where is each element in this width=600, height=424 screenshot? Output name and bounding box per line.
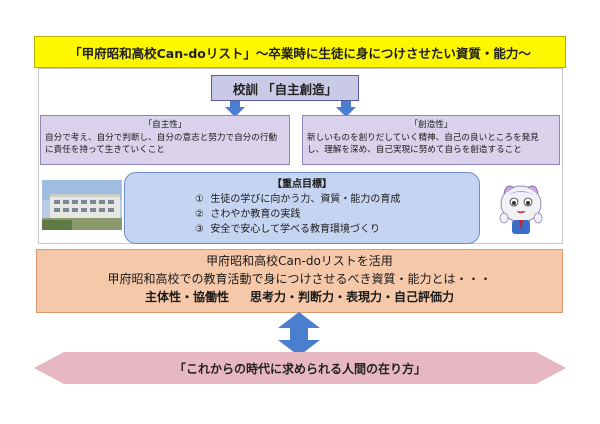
- school-mascot-character: [499, 185, 543, 234]
- cando-line-2: 甲府昭和高校での教育活動で身につけさせるべき資質・能力とは・・・: [107, 272, 492, 286]
- cando-competency-b: 思考力・判断力・表現力・自己評価力: [249, 290, 454, 304]
- cando-line-1: 甲府昭和高校Can-doリストを活用: [206, 254, 393, 268]
- title-bar: 「甲府昭和高校Can-doリスト」〜卒業時に生徒に身につけさせたい資質・能力〜: [34, 36, 566, 68]
- cando-list-box: 甲府昭和高校Can-doリストを活用 甲府昭和高校での教育活動で身につけさせるべ…: [36, 249, 563, 313]
- bottom-banner-text: 「これからの時代に求められる人間の在り方」: [173, 361, 426, 376]
- trait-name: 「創造性」: [409, 120, 453, 130]
- school-building-photo: [42, 180, 122, 230]
- school-motto-box: 校訓 「自主創造」: [211, 75, 359, 101]
- school-motto-label: 校訓 「自主創造」: [232, 81, 338, 97]
- goal-item: ① 生徒の学びに向かう力、資質・能力の育成: [195, 194, 401, 205]
- arrow-down-right-icon: [336, 101, 356, 117]
- key-goals-heading: 【重点目標】: [272, 179, 332, 190]
- trait-description: 自分で考え、自分で判断し、自分の意志と努力で自分の行動に責任を持って生きていくこ…: [45, 132, 278, 156]
- page-title: 「甲府昭和高校Can-doリスト」〜卒業時に生徒に身につけさせたい資質・能力〜: [69, 45, 531, 61]
- cando-line-3: 主体性・協働性 思考力・判断力・表現力・自己評価力: [37, 288, 562, 306]
- trait-box-creativity: 「創造性」 新しいものを創りだしていく精神、自己の良いところを発見し、理解を深め…: [302, 115, 560, 165]
- key-goals-box: 【重点目標】 ① 生徒の学びに向かう力、資質・能力の育成 ② さわやか教育の実践…: [124, 172, 480, 244]
- double-arrow-vertical-icon: [278, 312, 320, 356]
- trait-description: 新しいものを創りだしていく精神、自己の良いところを発見し、理解を深め、自己実現に…: [307, 132, 539, 156]
- goal-item: ③ 安全で安心して学べる教育環境づくり: [195, 224, 381, 235]
- arrow-down-left-icon: [225, 101, 245, 117]
- trait-name: 「自主性」: [143, 120, 187, 130]
- goal-item: ② さわやか教育の実践: [195, 209, 301, 220]
- trait-box-autonomy: 「自主性」 自分で考え、自分で判断し、自分の意志と努力で自分の行動に責任を持って…: [40, 115, 290, 165]
- bottom-banner: 「これからの時代に求められる人間の在り方」: [34, 352, 566, 384]
- cando-competency-a: 主体性・協働性: [145, 290, 230, 304]
